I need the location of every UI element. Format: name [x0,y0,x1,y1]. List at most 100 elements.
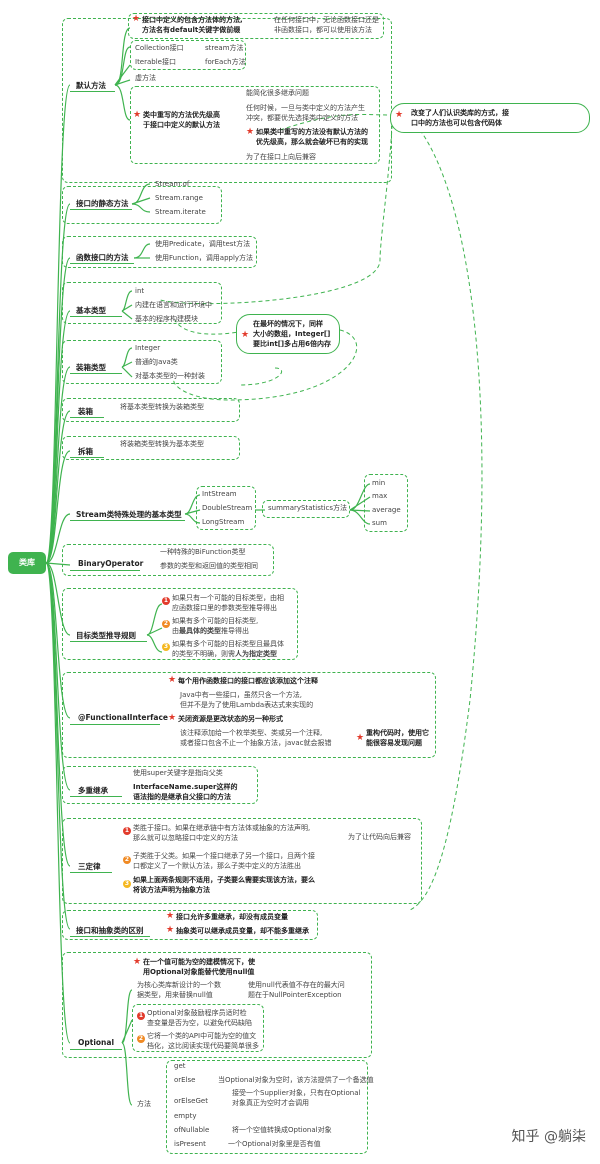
iface-abstract-title[interactable]: 接口和抽象类的区别 [76,926,144,935]
boxing-desc: 将基本类型转换为装箱类型 [120,403,204,411]
title-underline [70,520,185,521]
priority-line1: 类中重写的方法优先级高 [143,111,220,119]
basic-item-2: 内建在语言和运行环境中 [135,301,212,309]
star-icon: ★ [168,713,177,723]
inference-r3-line1: 如果有多个可能的目标类型且最具体 [172,640,284,648]
stat-average: average [372,506,401,514]
virtual-label: 虚方法 [135,74,156,82]
default-note-line2: 非函数接口，都可以使用该方法 [274,26,372,34]
inference-section [62,588,298,660]
override-line2: 优先级高，那么就会破坏已有的实现 [256,138,368,146]
title-underline [70,570,140,571]
multi-inherit-section [62,766,258,804]
star-icon: ★ [132,14,141,24]
title-underline [70,373,122,374]
watermark: 知乎 @躺柒 [511,1129,586,1145]
optional-section [62,952,372,1058]
unboxing-desc: 将装箱类型转换为基本类型 [120,440,204,448]
number-badge: 3 [162,643,170,651]
number-badge: 2 [137,1035,145,1043]
title-underline [70,1049,122,1050]
boxing-title[interactable]: 装箱 [78,407,93,416]
number-badge: 1 [123,827,131,835]
number-badge: 1 [137,1012,145,1020]
boxed-type-title[interactable]: 装箱类型 [76,363,106,372]
methods-box [166,1060,368,1154]
boxed-item-1: Integer [135,344,161,352]
annotation-title[interactable]: @FunctionalInterface [78,713,169,722]
unboxing-section [62,436,240,460]
memory-callout: ★ 在最坏的情况下，同样 大小的数组，Integer[] 要比int[]多占用6… [236,314,340,354]
inference-r2-line2: 由最具体的类型推导得出 [172,627,249,635]
static-item-3: Stream.iterate [155,208,206,216]
priority-line2: 于接口中定义的默认方法 [143,121,220,129]
method-orelse: orElse [174,1076,196,1084]
annotation-java-line1: Java中有一些接口，虽然只含一个方法, [180,691,303,699]
iterable-label: Iterable接口 [135,58,176,66]
compat-label: 为了在接口上向后兼容 [246,153,316,161]
inference-title[interactable]: 目标类型推导规则 [76,631,136,640]
annotation-star2: 关闭资源是更改状态的另一种形式 [178,715,283,723]
star-icon: ★ [168,675,177,685]
annotation-java-line2: 但并不是为了使用Lambda表达式来实现的 [180,701,314,709]
method-orelseget: orElseGet [174,1097,208,1105]
functional-item-1: 使用Predicate，调用test方法 [155,240,251,248]
default-method-title[interactable]: 默认方法 [76,81,106,90]
stat-sum: sum [372,519,387,527]
stat-max: max [372,492,388,500]
star-icon: ★ [241,330,250,340]
law1-note: 为了让代码向后兼容 [348,833,411,841]
simplify-label: 能简化很多继承问题 [246,89,309,97]
stream-special-title[interactable]: Stream类特殊处理的基本类型 [76,510,182,519]
basic-type-title[interactable]: 基本类型 [76,306,106,315]
number-badge: 1 [162,597,170,605]
annotation-anno-line2: 或者接口包含不止一个抽象方法，javac就会报错 [180,739,332,747]
multi-inherit-title[interactable]: 多重继承 [78,786,108,795]
ofnullable-desc: 将一个空值转换成Optional对象 [232,1126,332,1134]
functional-title[interactable]: 函数接口的方法 [76,253,129,262]
static-method-title[interactable]: 接口的静态方法 [76,199,129,208]
basic-item-3: 基本的程序构建模块 [135,315,198,323]
doublestream-label: DoubleStream [202,504,253,512]
iface-item-2: 抽象类可以继承成员变量，却不能多重继承 [176,927,309,935]
multi-bold-line2: 语法指的是继承自父接口的方法 [133,793,231,801]
functional-section [62,236,257,268]
default-note-line1: 在任何接口中，无论函数接口还是 [274,16,379,24]
title-underline [70,209,132,210]
star-icon: ★ [356,733,365,743]
title-underline [70,457,104,458]
foreach-label: forEach方法 [205,58,246,66]
summary-label: summaryStatistics方法 [268,504,348,512]
method-get: get [174,1062,186,1070]
law3-line2: 将该方法声明为抽象方法 [133,886,210,894]
multi-bold-line1: InterfaceName.super这样的 [133,783,238,791]
optional-core-line2: 据类型，用来替换null值 [137,991,213,999]
annotation-star1: 每个用作函数接口的接口都应该添加这个注释 [178,677,318,685]
title-underline [70,263,134,264]
binary-operator-section [62,544,274,576]
basic-item-1: int [135,287,145,295]
root-node[interactable]: 类库 [8,552,46,574]
optional-title[interactable]: Optional [78,1038,115,1047]
star-icon: ★ [166,911,175,921]
three-laws-title[interactable]: 三定律 [78,862,101,871]
optional-null-line1: 使用null代表值不存在的最大问 [248,981,345,989]
functional-item-2: 使用Function，调用apply方法 [155,254,254,262]
multi-item-1: 使用super关键字是指向父类 [133,769,223,777]
title-underline [70,316,122,317]
inference-r1-line2: 应函数接口里的参数类型推导得出 [172,604,277,612]
boxed-type-section [62,340,222,384]
unboxing-title[interactable]: 拆箱 [78,447,93,456]
star-icon: ★ [166,925,175,935]
static-item-1: Stream.of [155,180,190,188]
law1-line2: 那么就可以忽略接口中定义的方法 [133,834,238,842]
title-underline [70,641,147,642]
methods-title[interactable]: 方法 [137,1100,151,1108]
optional-star-line1: 在一个值可能为空的建模情况下，使 [143,958,255,966]
title-underline [70,724,160,725]
default-def-line1: 接口中定义的包含方法体的方法, [142,16,243,24]
law2-line1: 子类胜于父类。如果一个接口继承了另一个接口，且两个接 [133,852,315,860]
binary-operator-title[interactable]: BinaryOperator [78,559,144,568]
basic-type-section [62,282,222,324]
number-badge: 3 [123,880,131,888]
